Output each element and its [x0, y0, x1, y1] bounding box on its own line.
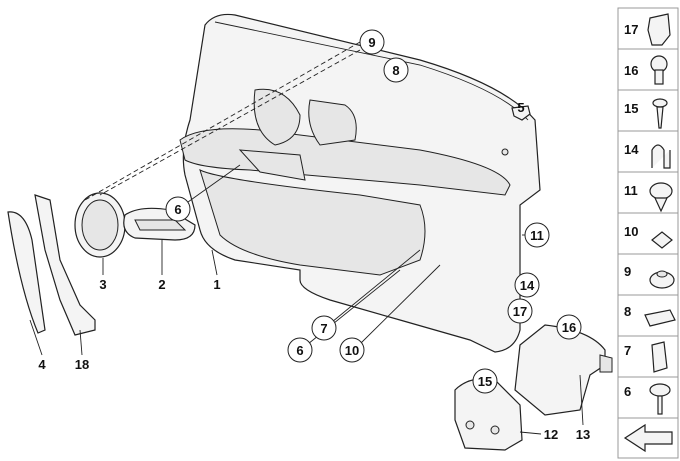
- callout-10: 10: [339, 337, 365, 363]
- callout-8: 8: [383, 57, 409, 83]
- svg-text:11: 11: [624, 183, 638, 198]
- callout-9: 9: [359, 29, 385, 55]
- callout-7: 7: [311, 315, 337, 341]
- legend-item-7: 7: [618, 341, 678, 378]
- handle-bracket-part: [34, 194, 96, 336]
- svg-text:10: 10: [345, 343, 359, 358]
- legend-item-9: 9: [618, 264, 678, 296]
- callout-14: 14: [514, 272, 540, 298]
- label-1: 1: [213, 277, 220, 292]
- svg-text:6: 6: [174, 202, 181, 217]
- label-3: 3: [99, 277, 106, 292]
- callout-16: 16: [556, 314, 582, 340]
- svg-text:17: 17: [513, 304, 527, 319]
- clip-part-5: [511, 105, 531, 121]
- svg-text:14: 14: [520, 278, 535, 293]
- legend-item-8: 8: [618, 304, 678, 337]
- svg-text:10: 10: [624, 224, 638, 239]
- legend-item-17: 17: [618, 13, 678, 50]
- fastener-legend: 17 16 15 14 11 10 9 8 7 6: [617, 7, 679, 459]
- svg-text:7: 7: [320, 321, 327, 336]
- label-4: 4: [38, 357, 46, 372]
- legend-item-15: 15: [618, 98, 678, 132]
- svg-text:9: 9: [624, 264, 631, 279]
- svg-text:6: 6: [624, 384, 631, 399]
- svg-text:17: 17: [624, 22, 638, 37]
- svg-text:9: 9: [368, 35, 375, 50]
- label-2: 2: [158, 277, 165, 292]
- trim-strip-part: [7, 211, 46, 334]
- leader-lines: [29, 41, 584, 435]
- legend-item-6: 6: [618, 383, 678, 419]
- callout-6b: 6: [287, 337, 313, 363]
- bracket-part-13: [514, 324, 606, 416]
- label-13: 13: [576, 427, 590, 442]
- callout-17: 17: [507, 298, 533, 324]
- svg-text:15: 15: [624, 101, 638, 116]
- svg-text:14: 14: [624, 142, 639, 157]
- legend-item-14: 14: [618, 142, 678, 173]
- svg-text:6: 6: [296, 343, 303, 358]
- callout-11: 11: [524, 222, 550, 248]
- svg-text:11: 11: [530, 228, 544, 243]
- label-12: 12: [544, 427, 558, 442]
- callout-15: 15: [472, 368, 498, 394]
- svg-text:15: 15: [478, 374, 492, 389]
- direction-arrow-icon: [623, 423, 673, 453]
- svg-text:16: 16: [624, 63, 638, 78]
- label-18: 18: [75, 357, 89, 372]
- legend-item-10: 10: [618, 224, 678, 255]
- svg-text:8: 8: [392, 63, 399, 78]
- svg-text:7: 7: [624, 343, 631, 358]
- svg-text:8: 8: [624, 304, 631, 319]
- callout-6: 6: [165, 196, 191, 222]
- svg-text:16: 16: [562, 320, 576, 335]
- legend-item-16: 16: [618, 55, 678, 91]
- legend-item-11: 11: [618, 182, 678, 214]
- door-trim-panel: [179, 13, 541, 353]
- label-5: 5: [517, 100, 524, 115]
